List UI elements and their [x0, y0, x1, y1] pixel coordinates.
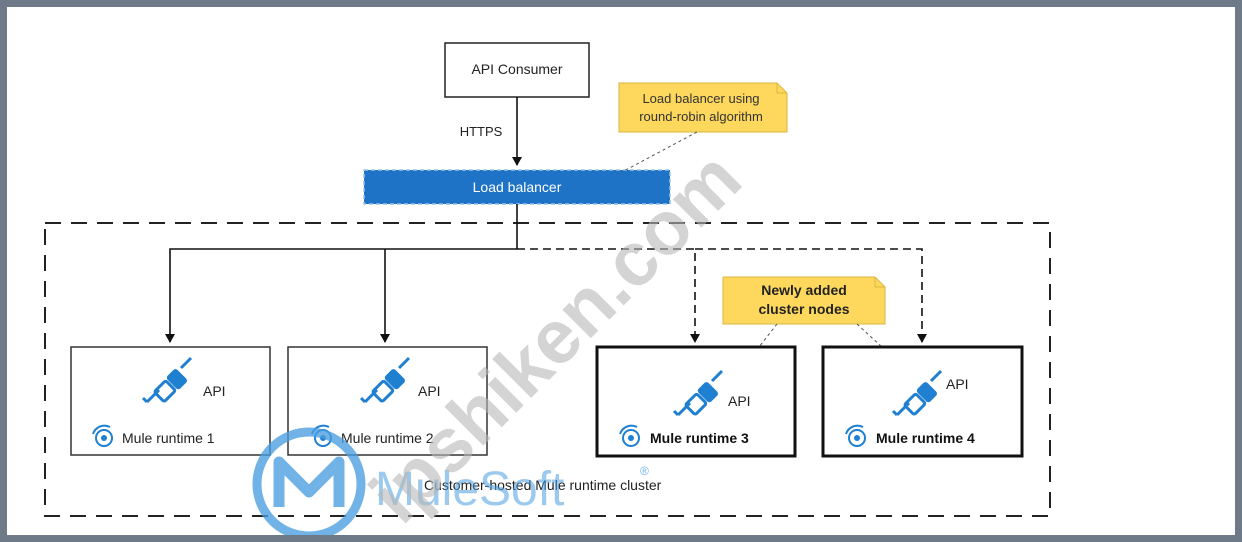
- runtime-label: Mule runtime 4: [876, 430, 975, 446]
- mule-runtime-4-node: API Mule runtime 4: [821, 345, 1024, 458]
- diagram-canvas: API Consumer HTTPS Load balancer Load ba…: [7, 7, 1235, 535]
- cluster-boundary: [44, 222, 1051, 517]
- api-consumer-node: API Consumer: [444, 42, 590, 98]
- load-balancer-node: Load balancer: [363, 169, 671, 205]
- runtime-label: Mule runtime 3: [650, 430, 749, 446]
- cluster-label: Customer-hosted Mule runtime cluster: [424, 477, 662, 493]
- lb-note-line-1: Load balancer using: [642, 91, 759, 106]
- runtime-label: Mule runtime 1: [122, 430, 215, 446]
- new-nodes-note-connector-right: [856, 323, 883, 348]
- lb-note-connector: [621, 131, 698, 173]
- mulesoft-watermark-text: MuleSoft: [375, 463, 564, 516]
- mule-runtime-3-node: API Mule runtime 3: [595, 345, 797, 458]
- lb-to-runtime-1-arrow: [165, 248, 517, 343]
- api-label: API: [203, 383, 226, 399]
- mulesoft-watermark: MuleSoft ®: [252, 427, 649, 535]
- runtime-label: Mule runtime 2: [341, 430, 434, 446]
- api-label: API: [946, 376, 969, 392]
- api-label: API: [728, 393, 751, 409]
- mulesoft-registered-mark: ®: [640, 464, 649, 478]
- new-nodes-note-line-1: Newly added: [761, 282, 847, 298]
- https-label: HTTPS: [460, 124, 503, 139]
- load-balancer-label: Load balancer: [473, 179, 562, 195]
- lb-note-line-2: round-robin algorithm: [639, 109, 763, 124]
- lb-to-runtime-3-arrow: [517, 248, 700, 343]
- lb-to-runtime-4-arrow: [695, 248, 927, 343]
- mulesoft-logo-icon: [252, 427, 366, 535]
- api-label: API: [418, 383, 441, 399]
- api-consumer-label: API Consumer: [471, 61, 562, 77]
- new-nodes-note-connector-left: [758, 323, 778, 348]
- new-nodes-note: Newly added cluster nodes: [722, 276, 886, 325]
- new-nodes-note-line-2: cluster nodes: [758, 301, 849, 317]
- lb-algorithm-note: Load balancer using round-robin algorith…: [618, 82, 788, 133]
- mule-runtime-1-node: API Mule runtime 1: [70, 346, 271, 456]
- architecture-diagram: API Consumer HTTPS Load balancer Load ba…: [44, 42, 1051, 535]
